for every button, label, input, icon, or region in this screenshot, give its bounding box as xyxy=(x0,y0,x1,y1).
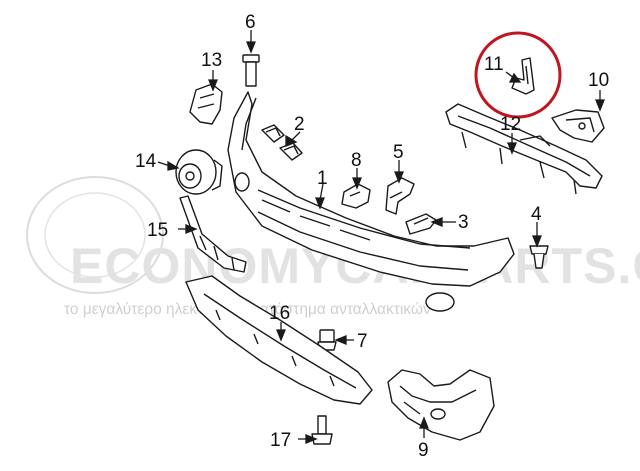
part-9-lower-cover[interactable] xyxy=(387,369,495,441)
callout-17[interactable]: 17 xyxy=(270,430,291,451)
part-4-push-clip[interactable] xyxy=(529,245,549,269)
callout-16[interactable]: 16 xyxy=(269,303,290,324)
callout-1[interactable]: 1 xyxy=(317,168,328,189)
callout-3[interactable]: 3 xyxy=(458,212,469,233)
callout-14[interactable]: 14 xyxy=(135,151,157,172)
part-13-bracket[interactable] xyxy=(189,83,223,125)
callout-11[interactable]: 11 xyxy=(484,54,504,75)
callout-9[interactable]: 9 xyxy=(418,440,429,461)
callout-7[interactable]: 7 xyxy=(357,331,368,352)
part-14-fog-lamp[interactable] xyxy=(175,149,223,195)
part-1-bumper-cover[interactable] xyxy=(227,91,515,312)
callout-15[interactable]: 15 xyxy=(147,220,168,241)
part-5-bracket[interactable] xyxy=(385,177,415,215)
callout-13[interactable]: 13 xyxy=(201,50,222,71)
part-15-bracket[interactable] xyxy=(179,195,247,273)
highlight-circle xyxy=(474,31,562,119)
part-6-bolt[interactable] xyxy=(242,54,260,87)
part-16-valance[interactable] xyxy=(185,275,373,405)
part-8-bracket[interactable] xyxy=(341,183,371,209)
part-11-bracket[interactable] xyxy=(511,57,535,95)
callout-10[interactable]: 10 xyxy=(588,70,609,91)
callout-4[interactable]: 4 xyxy=(531,204,542,225)
callout-8[interactable]: 8 xyxy=(351,150,362,171)
callout-5[interactable]: 5 xyxy=(393,142,404,163)
part-10-bracket[interactable] xyxy=(551,109,605,143)
callout-6[interactable]: 6 xyxy=(245,12,256,33)
part-3-bracket[interactable] xyxy=(405,213,437,235)
callout-12[interactable]: 12 xyxy=(500,114,521,135)
callout-labels: 1 2 3 4 5 6 7 8 9 10 11 12 13 14 15 16 1… xyxy=(135,12,609,461)
watermark-logo-icon xyxy=(26,176,164,294)
part-2-clips[interactable] xyxy=(261,124,303,161)
leader-lines xyxy=(157,30,605,444)
callout-2[interactable]: 2 xyxy=(294,114,305,135)
part-12-reinforcement[interactable] xyxy=(445,103,603,195)
